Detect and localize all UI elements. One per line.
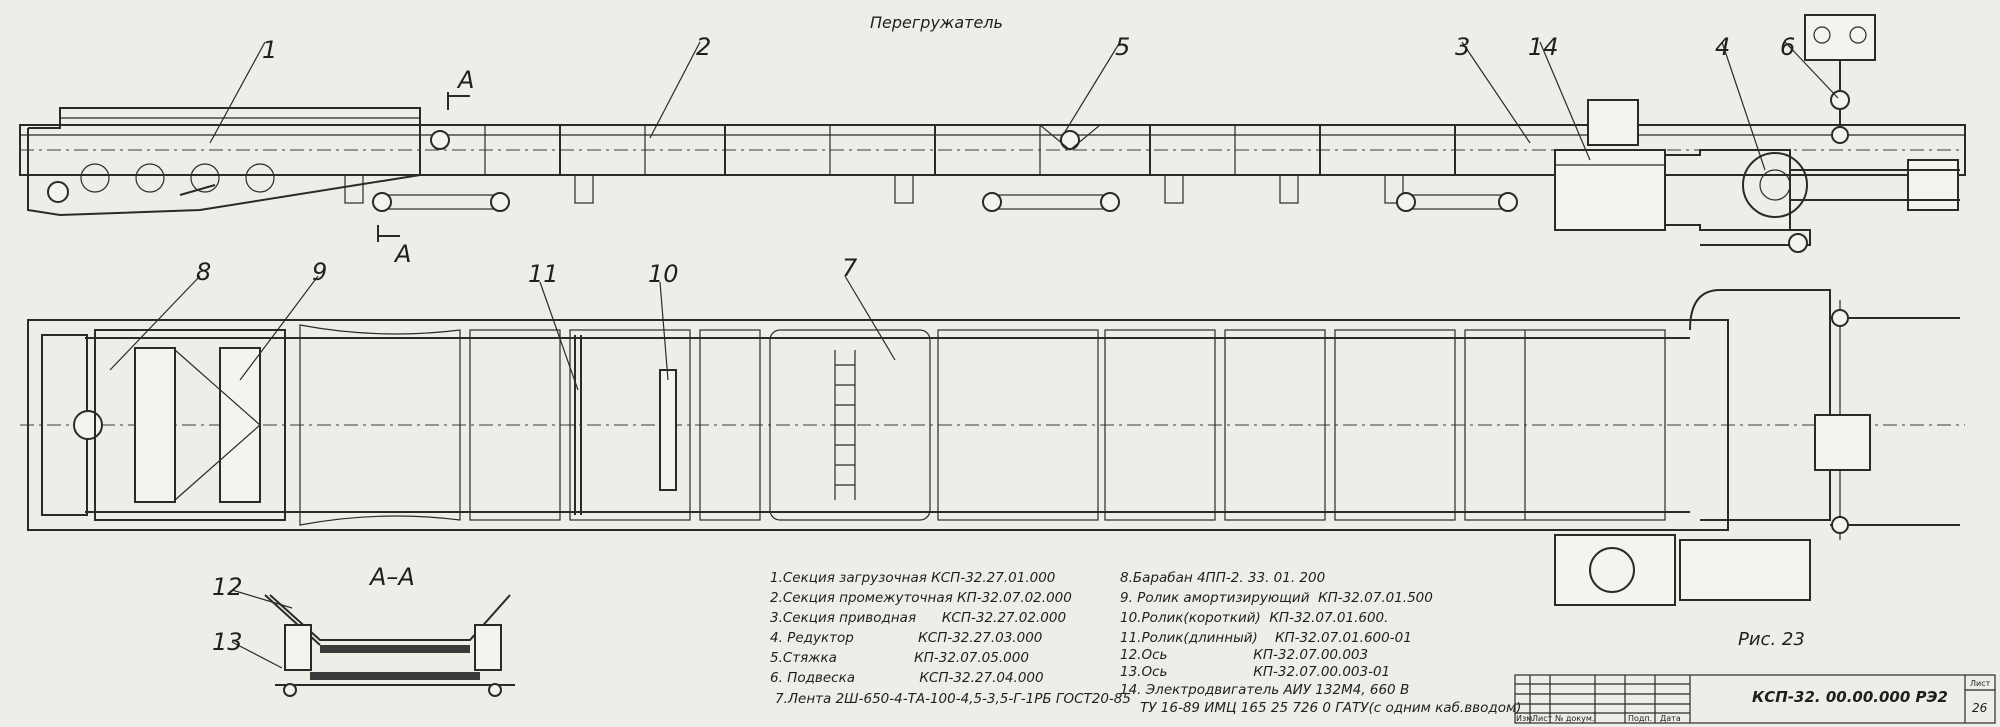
side-view-section-joints: [419, 125, 1456, 175]
callout-8: 8: [196, 258, 211, 286]
legend-item-10: 10.Ролик(короткий) КП-32.07.01.600.: [1120, 610, 1388, 626]
sheet-number: 26: [1972, 701, 1988, 715]
title-block: Изм. Лист № докум. Подп. Дата КСП-32. 00…: [1514, 674, 1996, 724]
document-code: КСП-32. 00.00.000 РЭ2: [1752, 688, 1948, 706]
callout-numbers: 1 2 5 3 14 4 6 8 9 11 10 7 12 13: [196, 33, 1795, 656]
section-marks: А А: [377, 66, 474, 268]
plan-view: [20, 289, 1965, 606]
legend-item-5: 5.Стяжка КП-32.07.05.000: [770, 650, 1029, 666]
callout-1: 1: [262, 36, 277, 64]
figure-caption: Рис. 23: [1738, 629, 1805, 650]
callout-7: 7: [842, 254, 858, 282]
drawing-title: Перегружатель: [870, 13, 1003, 32]
side-view: А А: [19, 14, 1966, 268]
legend-item-2: 2.Секция промежуточная КП-32.07.02.000: [770, 590, 1072, 606]
sheet-label: Лист: [1970, 679, 1991, 688]
legend-item-3: 3.Секция приводная КСП-32.27.02.000: [770, 610, 1066, 626]
callout-3: 3: [1455, 33, 1470, 61]
legend-item-11: 11.Ролик(длинный) КП-32.07.01.600-01: [1120, 630, 1412, 646]
tb-col-list: Лист: [1532, 714, 1553, 723]
section-mark-top: А: [456, 66, 474, 94]
legend-item-4: 4. Редуктор КСП-32.27.03.000: [770, 630, 1042, 646]
belt-joint: [834, 350, 856, 500]
legend-item-13: 13.Ось КП-32.07.00.003-01: [1120, 664, 1390, 680]
legend-item-1: 1.Секция загрузочная КСП-32.27.01.000: [770, 570, 1055, 586]
callout-11: 11: [528, 260, 559, 288]
legend-item-12: 12.Ось КП-32.07.00.003: [1120, 647, 1368, 663]
tb-col-doc: № докум.: [1555, 714, 1594, 723]
callout-12: 12: [212, 573, 243, 601]
legend-item-14: 14. Электродвигатель АИУ 132М4, 660 В: [1120, 682, 1409, 698]
callout-leaders: [109, 41, 1839, 391]
suspension-6: [1804, 14, 1876, 144]
callout-4: 4: [1715, 33, 1730, 61]
callout-14: 14: [1528, 33, 1559, 61]
legend-item-14-spec: ТУ 16-89 ИМЦ 165 25 726 0 ГАТУ(с одним к…: [1140, 700, 1521, 716]
callout-5: 5: [1115, 33, 1130, 61]
callout-9: 9: [312, 258, 327, 286]
legend-item-9: 9. Ролик амортизирующий КП-32.07.01.500: [1120, 590, 1433, 606]
section-mark-bottom: А: [393, 240, 411, 268]
section-title: А–А: [368, 563, 415, 591]
tb-col-date: Дата: [1660, 714, 1681, 723]
parts-legend: 1.Секция загрузочная КСП-32.27.01.000 2.…: [770, 570, 1521, 716]
plan-section-frames: [299, 324, 1666, 526]
tb-col-sign: Подп.: [1628, 714, 1652, 723]
callout-6: 6: [1780, 33, 1795, 61]
callout-10: 10: [648, 260, 679, 288]
callout-13: 13: [212, 628, 243, 656]
section-a-a: А–А: [231, 563, 515, 697]
callout-2: 2: [696, 33, 711, 61]
tie-rods: [372, 192, 1518, 212]
plan-drive: [1554, 289, 1960, 606]
side-view-brackets: [344, 174, 1404, 204]
legend-item-6: 6. Подвеска КСП-32.27.04.000: [770, 670, 1044, 686]
drive-section: [1554, 99, 1960, 253]
tb-col-izm: Изм.: [1516, 714, 1535, 723]
legend-item-7: 7.Лента 2Ш-650-4-ТА-100-4,5-3,5-Г-1РБ ГО…: [775, 691, 1131, 707]
legend-item-8: 8.Барабан 4ПП-2. 33. 01. 200: [1120, 570, 1325, 586]
